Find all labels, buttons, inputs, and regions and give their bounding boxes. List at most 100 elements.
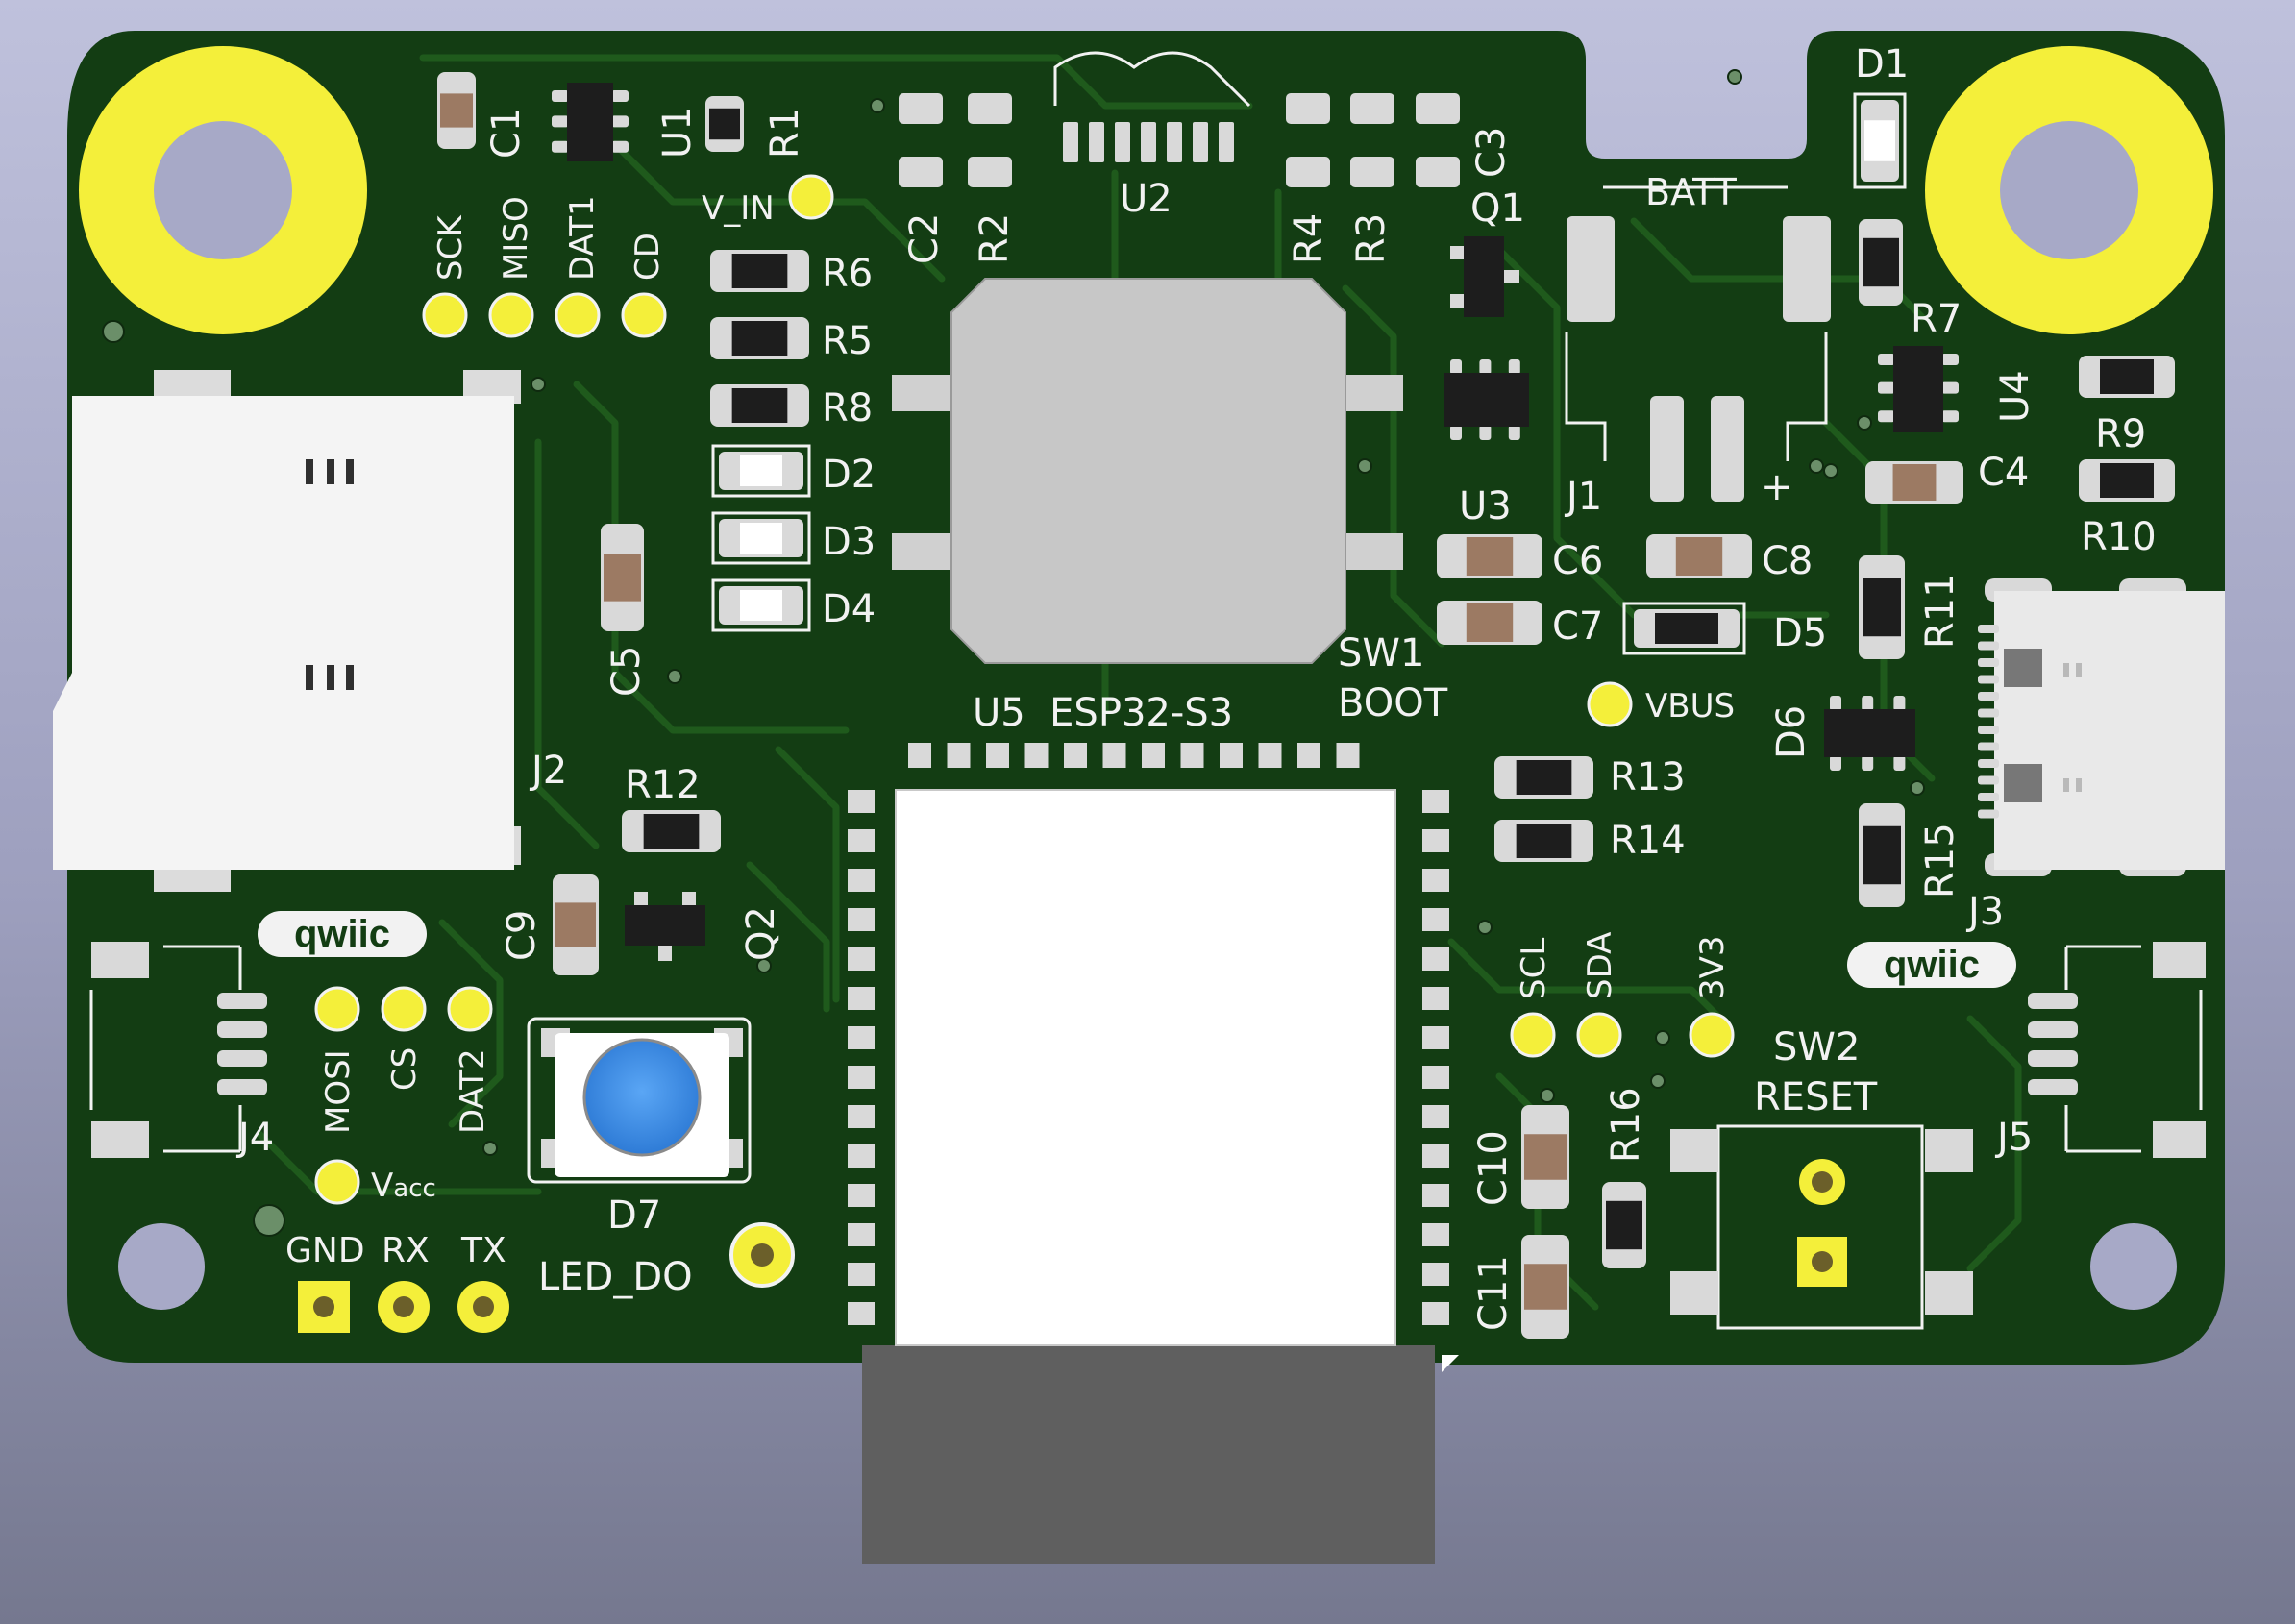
label-r16: R16 bbox=[1604, 1087, 1648, 1163]
esp32-pin bbox=[1422, 1223, 1449, 1246]
cap-c6 bbox=[1437, 534, 1542, 578]
u2-pin bbox=[1141, 122, 1156, 162]
label-c8: C8 bbox=[1762, 539, 1813, 583]
transistor-q2 bbox=[625, 892, 705, 961]
led-d2 bbox=[711, 444, 811, 498]
testpoint-mosi bbox=[314, 986, 360, 1032]
label-v-in: V_IN bbox=[702, 189, 775, 228]
esp32-pin bbox=[848, 869, 875, 892]
label-c5: C5 bbox=[605, 646, 649, 697]
cap-c1 bbox=[437, 72, 476, 149]
label-r6: R6 bbox=[822, 252, 873, 296]
label-r9: R9 bbox=[2095, 412, 2146, 456]
label-u1: U1 bbox=[655, 106, 700, 159]
resistor-r5 bbox=[710, 317, 809, 359]
label-d6: D6 bbox=[1769, 705, 1814, 759]
esp32-pin bbox=[848, 947, 875, 971]
esp32-pin bbox=[1422, 829, 1449, 852]
led-d1 bbox=[1853, 92, 1907, 189]
testpoint-sck bbox=[422, 292, 468, 338]
label-plus: + bbox=[1761, 465, 1793, 509]
label-d7: D7 bbox=[607, 1193, 661, 1238]
testpoint-vbus bbox=[1587, 681, 1633, 727]
pad-c3-a bbox=[1416, 93, 1460, 124]
label-j4: J4 bbox=[235, 1116, 274, 1160]
mounting-hole-bottom-right bbox=[2090, 1223, 2177, 1310]
pad-r4-a bbox=[1286, 93, 1330, 124]
esp32-pin bbox=[848, 1223, 875, 1246]
resistor-r6 bbox=[710, 250, 809, 292]
esp32-pin bbox=[1258, 743, 1282, 768]
mounting-hole-top-right bbox=[1925, 46, 2213, 334]
cap-c8 bbox=[1646, 534, 1752, 578]
label-sw1: SW1 bbox=[1338, 631, 1424, 676]
reset-switch bbox=[1670, 1124, 1973, 1330]
label-gnd: GND bbox=[285, 1231, 365, 1270]
label-vacc: Vacc bbox=[371, 1167, 436, 1205]
ic-u1 bbox=[552, 83, 629, 161]
testpoint-vacc bbox=[314, 1159, 360, 1205]
esp32-pin bbox=[848, 1184, 875, 1207]
label-c11: C11 bbox=[1471, 1255, 1516, 1331]
label-r12: R12 bbox=[625, 763, 701, 807]
u2-pin bbox=[1219, 122, 1234, 162]
led-d3 bbox=[711, 511, 811, 565]
esp32-pin bbox=[1180, 743, 1204, 768]
resistor-r12 bbox=[622, 810, 721, 852]
transistor-q1 bbox=[1450, 236, 1519, 317]
usb-c-pin bbox=[1978, 809, 1999, 819]
qwiic-pin bbox=[217, 1079, 267, 1095]
usb-c-pin bbox=[1978, 675, 1999, 684]
qwiic-connector-j5 bbox=[2064, 942, 2206, 1158]
label-boot: BOOT bbox=[1338, 681, 1448, 726]
esp32-pin bbox=[908, 743, 931, 768]
label-r13: R13 bbox=[1610, 755, 1686, 800]
label-q2: Q2 bbox=[739, 906, 783, 961]
label-j3: J3 bbox=[1965, 890, 2004, 934]
resistor-r11 bbox=[1859, 555, 1905, 659]
esp32-pin bbox=[1142, 743, 1165, 768]
label-r10: R10 bbox=[2081, 515, 2157, 559]
esp32-pin bbox=[1422, 869, 1449, 892]
usb-c-pin bbox=[1978, 641, 1999, 651]
label-c10: C10 bbox=[1471, 1130, 1516, 1206]
resistor-r17 bbox=[1859, 219, 1903, 306]
testpoint-dat1 bbox=[555, 292, 601, 338]
diode-d6 bbox=[1824, 696, 1915, 771]
silkscreen-labels: C1 U1 R1 U2 C2 R2 R4 R3 C3 Q1 D1 BATT R7… bbox=[235, 42, 2157, 1331]
cap-c10 bbox=[1521, 1105, 1569, 1209]
label-c4: C4 bbox=[1978, 451, 2029, 495]
esp32-pin bbox=[1102, 743, 1126, 768]
esp32-module bbox=[848, 743, 1459, 1564]
esp32-pin bbox=[1064, 743, 1087, 768]
resistor-r13 bbox=[1494, 756, 1593, 799]
label-batt: BATT bbox=[1645, 171, 1738, 213]
usb-c-pin bbox=[1978, 742, 1999, 751]
label-u3: U3 bbox=[1459, 484, 1512, 529]
label-c3: C3 bbox=[1469, 127, 1514, 178]
pad-r2-a bbox=[968, 93, 1012, 124]
label-reset: RESET bbox=[1754, 1075, 1878, 1120]
esp32-pins bbox=[848, 743, 1449, 1325]
esp32-pin bbox=[848, 987, 875, 1010]
qwiic-logo-right-text: qwiic bbox=[1884, 944, 1980, 986]
qwiic-pin bbox=[2028, 1079, 2078, 1095]
cap-c5 bbox=[601, 524, 644, 631]
esp32-pin bbox=[848, 1302, 875, 1325]
qwiic-pin bbox=[217, 1021, 267, 1038]
label-r8: R8 bbox=[822, 386, 873, 431]
label-3v3: 3V3 bbox=[1693, 935, 1732, 999]
esp32-pin bbox=[1422, 1184, 1449, 1207]
testpoint-scl bbox=[1510, 1012, 1556, 1058]
u2-pin bbox=[1063, 122, 1078, 162]
qwiic-connector-j4 bbox=[89, 942, 242, 1158]
esp32-pin bbox=[1422, 790, 1449, 813]
label-d4: D4 bbox=[822, 587, 876, 631]
uart-header bbox=[298, 1222, 795, 1333]
esp32-pin bbox=[848, 1144, 875, 1168]
u2-pin bbox=[1089, 122, 1104, 162]
pad-r3-b bbox=[1350, 157, 1394, 187]
pad-r3-a bbox=[1350, 93, 1394, 124]
resistor-r16 bbox=[1602, 1182, 1646, 1268]
qwiic-pin bbox=[2028, 1050, 2078, 1067]
